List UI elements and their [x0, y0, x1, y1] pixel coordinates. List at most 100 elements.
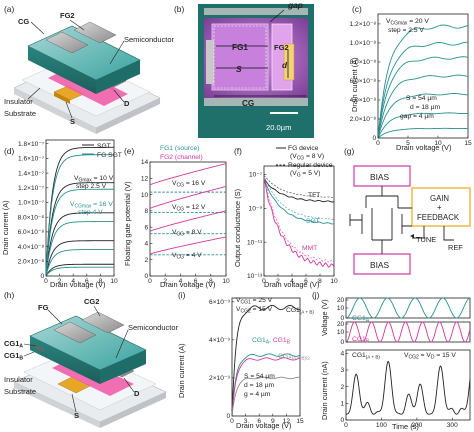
f-xtick-5: 10 — [330, 278, 338, 285]
panel-h: (h) FG CG2 Semiconductor CG1A CG1B Insul… — [4, 290, 179, 428]
c-frame — [377, 13, 469, 139]
svg-text:VCG = 8 V: VCG = 8 V — [172, 229, 202, 238]
d-curve-0-1 — [45, 182, 114, 277]
label-semiconductor: Semiconductor — [124, 35, 175, 44]
j-xlabel: Time (s) — [392, 422, 419, 431]
i-xtick-1: 3 — [244, 418, 248, 425]
j-ylabel-top: Voltage (V) — [320, 299, 329, 336]
cg2-pad-h — [81, 311, 125, 334]
e-ytick-3: 6 — [145, 224, 149, 231]
gain-label: GAIN — [430, 194, 449, 203]
label-s: S — [70, 117, 75, 126]
label-insulator-h: Insulator — [4, 375, 33, 384]
d-xtick-3: 6 — [85, 278, 89, 285]
f-curve-sgt: SGT — [306, 218, 320, 225]
e-xtick-5: 10 — [222, 278, 230, 285]
d-legend-fgsgt: FG SGT — [97, 152, 122, 159]
label-d: D — [124, 99, 130, 108]
svg-text:CG1A, CG1B: CG1A, CG1B — [252, 337, 291, 346]
micro-label-cg: CG — [242, 99, 254, 108]
plus-label: + — [437, 203, 442, 212]
d-curve-0-3 — [45, 240, 114, 277]
i-ylabel: Drain current (A) — [177, 343, 186, 398]
e-fg2-3 — [149, 236, 227, 255]
d-curve-0-2 — [45, 212, 114, 277]
i-frame — [231, 297, 301, 417]
f-xtick-3: 6 — [304, 278, 308, 285]
svg-text:VCG1 = 25 V: VCG1 = 25 V — [236, 297, 273, 306]
svg-text:VCG2 = 15 V: VCG2 = 15 V — [236, 306, 273, 315]
j-bot-ytick-2: 2 — [341, 384, 345, 391]
d-ytick-4: 8.0×10⁻⁸ — [18, 214, 45, 221]
c-xtick-0: 0 — [376, 140, 380, 147]
j-mid-ytick-2: 20 — [337, 321, 345, 328]
j-bot-ytick-4: 4 — [341, 351, 345, 358]
svg-text:VCG = 12 V: VCG = 12 V — [172, 204, 206, 213]
d-curve-1-4 — [45, 266, 114, 277]
e-ytick-2: 4 — [145, 241, 149, 248]
j-ylabel-bottom: Drain current (nA) — [320, 361, 329, 420]
substrate-side — [14, 88, 96, 134]
d-ytick-9: 1.8×10⁻⁷ — [18, 141, 45, 148]
label-s-h: S — [74, 411, 79, 420]
panel-label-f: (f) — [234, 146, 242, 156]
c-step-note: step = 2.5 V — [388, 27, 424, 34]
c-curve-1 — [377, 41, 469, 139]
f-curve-0 — [263, 179, 335, 203]
svg-text:CG1(A + B)/2: CG1(A + B)/2 — [278, 353, 310, 361]
c-ytick-2: 4.0×10⁻⁸ — [350, 97, 377, 104]
d-curve-1-3 — [45, 249, 114, 277]
panel-label-h: (h) — [4, 290, 14, 300]
j-current-trace — [345, 360, 471, 415]
e-xtick-1: 2 — [163, 278, 167, 285]
d-legend-sgt: SGT — [97, 143, 111, 150]
circuit-wires — [349, 186, 412, 254]
f-curve-regular-1 — [263, 175, 335, 220]
f-ylabel: Output conductance (S) — [233, 189, 242, 267]
f-ytick-3: 10⁻⁷ — [249, 172, 263, 179]
micro-label-fg1: FG1 — [232, 43, 248, 52]
i-curve-0 — [231, 304, 301, 417]
d-ytick-2: 4.0×10⁻⁸ — [18, 244, 45, 251]
j-top-ytick-1: 10 — [337, 305, 345, 312]
d-note-step1: step 2.5 V — [76, 183, 107, 190]
label-d-h: D — [134, 389, 140, 398]
panel-label-e: (e) — [124, 146, 134, 156]
f-frame — [263, 165, 335, 277]
floating-gate-h — [53, 321, 97, 344]
e-frame — [149, 161, 227, 277]
c-curve-4 — [377, 93, 469, 139]
e-ytick-5: 10 — [141, 192, 149, 199]
d-curve-0-0 — [45, 146, 114, 277]
panel-a: (a) CG FG2 Semiconductor Insulator Subst… — [4, 4, 175, 134]
panel-label-d: (d) — [4, 146, 14, 156]
e-xlabel: Drain voltage (V) — [160, 280, 215, 289]
i-curve-1 — [231, 353, 301, 417]
panel-g: (g) BIAS BIAS GAIN + FEEDBACK TUNE REF — [344, 146, 471, 275]
d-xtick-1: 2 — [58, 278, 62, 285]
i-xtick-5: 15 — [296, 418, 304, 425]
f-ytick-2: 10⁻⁹ — [249, 206, 263, 213]
e-ytick-1: 2 — [145, 257, 149, 264]
label-fg-h: FG — [38, 303, 49, 312]
i-curve-3 — [231, 376, 301, 417]
e-fg2-0 — [149, 163, 227, 186]
panel-b: (b) FG1 FG2 S d gap CG 20.0µm — [174, 0, 314, 138]
panel-label-b: (b) — [174, 4, 184, 14]
j-xtick-1: 100 — [376, 422, 387, 429]
tune-label: TUNE — [416, 235, 436, 244]
c-ytick-0: 0 — [373, 135, 377, 142]
f-ytick-0: 10⁻¹³ — [247, 273, 263, 280]
e-legend-fg1: FG1 (source) — [160, 145, 199, 152]
e-xtick-4: 8 — [209, 278, 213, 285]
i-param-g: g = 4 µm — [244, 391, 271, 398]
bias-top-label: BIAS — [370, 172, 389, 182]
f-curve-regular-0 — [263, 175, 335, 198]
micrograph-fg1 — [211, 23, 269, 91]
d-xtick-2: 4 — [71, 278, 75, 285]
